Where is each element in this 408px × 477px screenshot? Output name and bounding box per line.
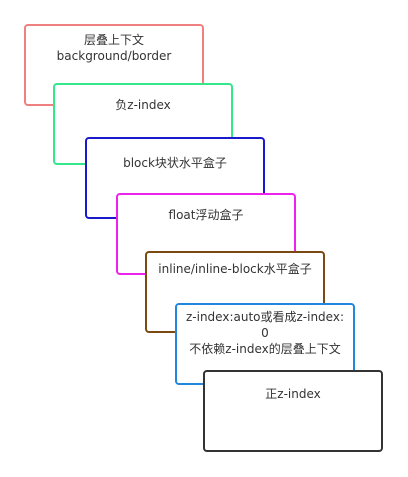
layer-label: 负z-index bbox=[115, 98, 171, 112]
layer-positive-z-index: 正z-index bbox=[203, 370, 383, 452]
layer-negative-z-index: 负z-index bbox=[53, 83, 233, 165]
layer-label: float浮动盒子 bbox=[168, 208, 244, 222]
layer-label: inline/inline-block水平盒子 bbox=[158, 262, 312, 276]
layer-label: z-index:auto或看成z-index:0 不依赖z-index的层叠上下… bbox=[185, 310, 344, 356]
layer-label: block块状水平盒子 bbox=[123, 156, 227, 170]
layer-label: 层叠上下文 background/border bbox=[56, 33, 172, 63]
layer-label: 正z-index bbox=[265, 387, 321, 401]
